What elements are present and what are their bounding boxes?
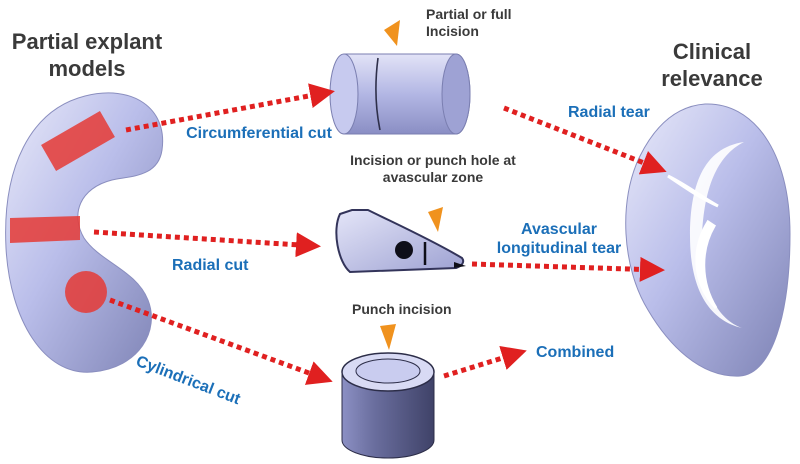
punch-hole bbox=[395, 241, 413, 259]
label-punch-hole: Incision or punch hole at avascular zone bbox=[350, 152, 516, 185]
header-clinical-relevance: Clinical relevance bbox=[661, 39, 763, 91]
longitudinal-tear-gap bbox=[695, 219, 718, 310]
left-meniscus-model bbox=[5, 92, 164, 373]
radial-tear-gap bbox=[667, 174, 719, 208]
label-avascular-tear: Avascular longitudinal tear bbox=[496, 221, 622, 257]
punch-explant-model bbox=[341, 324, 435, 459]
circumferential-cut-marker bbox=[41, 111, 115, 171]
arrows bbox=[93, 83, 667, 385]
arrow-longitudinal-tear bbox=[471, 256, 665, 282]
arrow-radial bbox=[93, 229, 321, 258]
wedge-explant-model bbox=[335, 207, 466, 274]
label-punch-incision: Punch incision bbox=[352, 301, 452, 317]
label-combined: Combined bbox=[536, 344, 615, 361]
cylindrical-cut-marker bbox=[65, 271, 107, 313]
arrow-radial-tear bbox=[503, 105, 667, 175]
incision-line bbox=[375, 57, 381, 131]
blade-icon bbox=[380, 324, 396, 350]
arrow-combined bbox=[443, 345, 527, 379]
label-radial-cut: Radial cut bbox=[172, 257, 249, 274]
label-circumferential-cut: Circumferential cut bbox=[186, 125, 332, 142]
radial-cut-marker bbox=[10, 216, 80, 243]
label-radial-tear: Radial tear bbox=[568, 104, 650, 121]
arrow-circumferential bbox=[125, 83, 335, 133]
header-partial-explant-models: Partial explant models bbox=[11, 29, 163, 81]
blade-icon bbox=[428, 207, 443, 232]
right-meniscus-model bbox=[625, 103, 791, 377]
blade-icon bbox=[384, 20, 400, 46]
label-partial-incision: Partial or full Incision bbox=[426, 6, 512, 39]
arrow-cylindrical bbox=[109, 297, 333, 385]
